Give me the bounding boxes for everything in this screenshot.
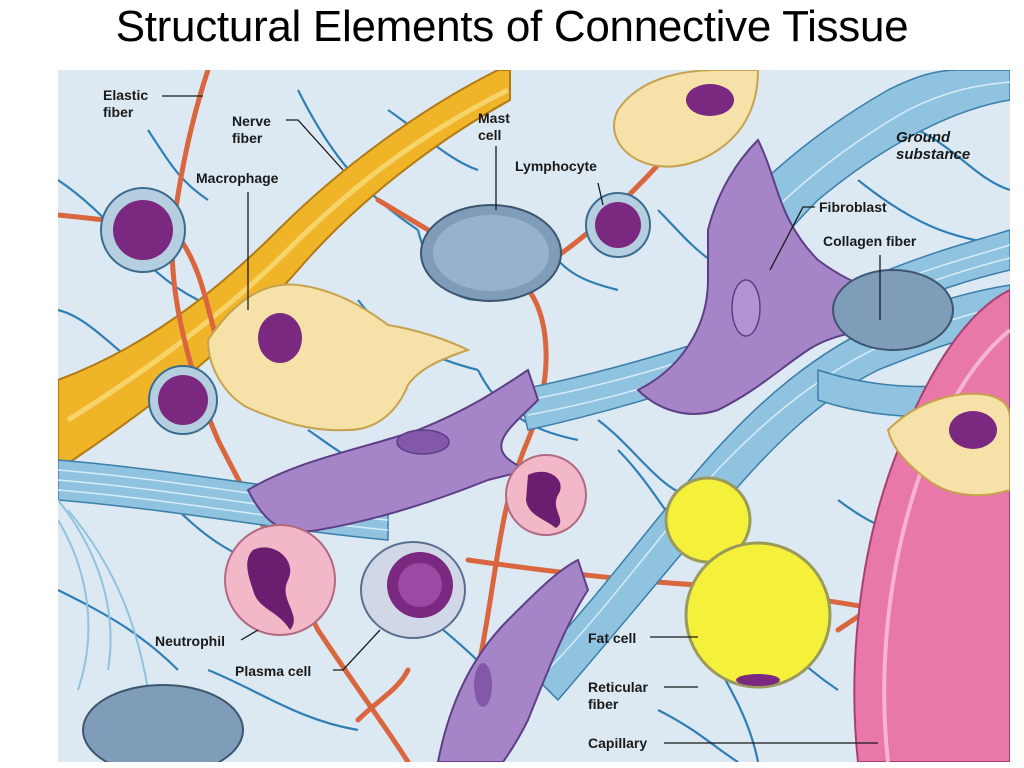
illustration-canvas xyxy=(58,70,1010,762)
slide-title: Structural Elements of Connective Tissue xyxy=(115,2,909,51)
mast-cells xyxy=(82,204,954,762)
label-mast-cell: Mast cell xyxy=(478,110,510,143)
label-ground-substance: Ground substance xyxy=(896,129,971,163)
fat-cells xyxy=(664,476,832,689)
label-fat-cell: Fat cell xyxy=(588,630,637,646)
fibroblast-lower xyxy=(436,558,590,762)
label-lymphocyte: Lymphocyte xyxy=(515,158,597,174)
label-macrophage: Macrophage xyxy=(196,170,279,186)
label-nerve-fiber: Nerve fiber xyxy=(232,113,271,146)
mast-cell-right xyxy=(832,269,954,351)
label-collagen-fiber: Collagen fiber xyxy=(823,233,917,249)
label-capillary: Capillary xyxy=(588,735,648,751)
label-plasma-cell: Plasma cell xyxy=(235,663,312,679)
fat-cell-large xyxy=(684,541,832,689)
label-reticular-fiber: Reticular fiber xyxy=(588,679,648,712)
label-neutrophil: Neutrophil xyxy=(155,633,225,649)
fibroblasts xyxy=(246,138,930,762)
neutrophils xyxy=(224,454,587,636)
label-fibroblast: Fibroblast xyxy=(819,199,887,215)
macrophages xyxy=(206,70,1010,497)
label-elastic-fiber: Elastic fiber xyxy=(103,87,149,120)
fibroblast-center xyxy=(246,368,540,533)
leader-lines xyxy=(162,95,881,744)
mast-cell-bottom xyxy=(82,684,244,762)
plasma-cell xyxy=(360,541,466,639)
lymphocytes xyxy=(100,187,651,435)
connective-tissue-illustration: Elastic fiber Nerve fiber Macrophage Mas… xyxy=(58,70,1010,762)
